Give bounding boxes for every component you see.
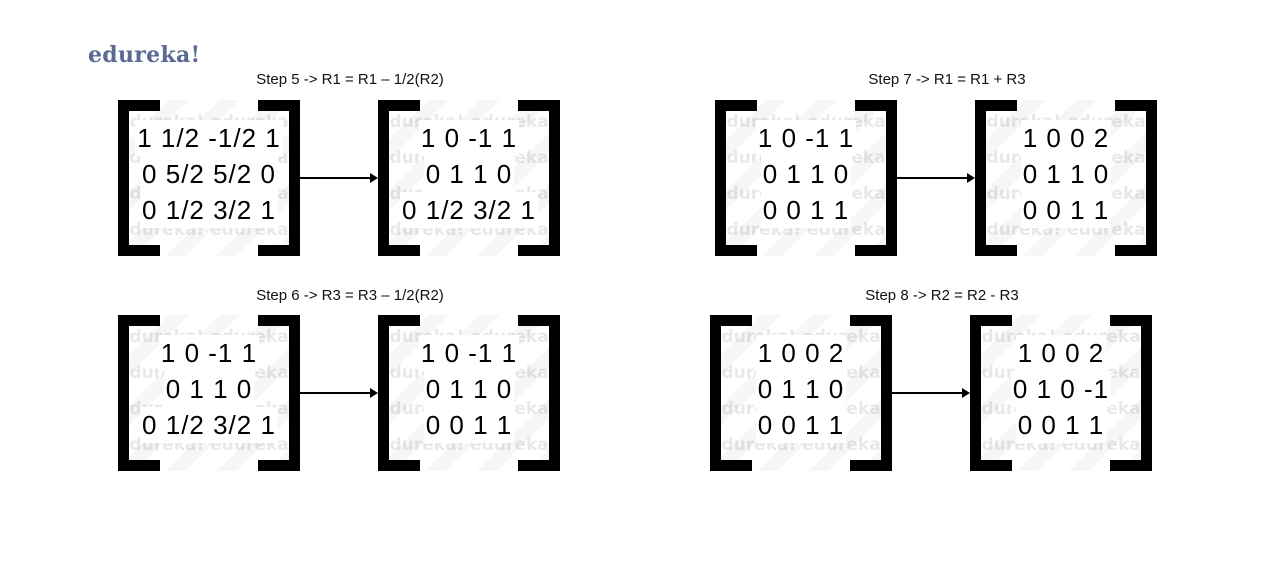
step-6-matrix-after: edureka! edureka!edureka! edureka!edurek… (378, 315, 560, 471)
matrix-row: 0 1 1 0 (760, 156, 852, 192)
left-bracket (715, 100, 757, 256)
matrix-row: 1 0 -1 1 (418, 335, 520, 371)
matrix-row: 0 0 1 1 (423, 407, 515, 443)
matrix-row: 0 1 1 0 (755, 371, 847, 407)
matrix-row: 1 0 0 2 (1020, 120, 1112, 156)
right-bracket (518, 315, 560, 471)
right-bracket (855, 100, 897, 256)
left-bracket (118, 315, 160, 471)
matrix-row: 0 1/2 3/2 1 (140, 407, 278, 443)
edureka-logo: edureka! (88, 42, 201, 68)
step-5-matrix-before: edureka! edureka!edureka! edureka!edurek… (118, 100, 300, 256)
left-bracket (378, 315, 420, 471)
right-bracket (850, 315, 892, 471)
left-bracket (118, 100, 160, 256)
step-6-matrix-before: edureka! edureka!edureka! edureka!edurek… (118, 315, 300, 471)
matrix-row: 1 0 0 2 (1015, 335, 1107, 371)
left-bracket (710, 315, 752, 471)
matrix-row: 0 0 1 1 (760, 192, 852, 228)
step-8-matrix-before: edureka! edureka!edureka! edureka!edurek… (710, 315, 892, 471)
left-bracket (378, 100, 420, 256)
step-6-title: Step 6 -> R3 = R3 – 1/2(R2) (256, 287, 444, 304)
matrix-row: 0 1 1 0 (423, 156, 515, 192)
transform-arrow (897, 173, 975, 183)
matrix-row: 1 0 -1 1 (418, 120, 520, 156)
matrix-row: 0 1/2 3/2 1 (140, 192, 278, 228)
step-7-matrix-after: edureka! edureka!edureka! edureka!edurek… (975, 100, 1157, 256)
step-5-matrix-after: edureka! edureka!edureka! edureka!edurek… (378, 100, 560, 256)
step-8-title: Step 8 -> R2 = R2 - R3 (865, 287, 1019, 304)
step-7-matrix-before: edureka! edureka!edureka! edureka!edurek… (715, 100, 897, 256)
step-5-title: Step 5 -> R1 = R1 – 1/2(R2) (256, 71, 444, 88)
matrix-row: 0 0 1 1 (1020, 192, 1112, 228)
right-bracket (1110, 315, 1152, 471)
right-bracket (518, 100, 560, 256)
matrix-row: 0 5/2 5/2 0 (140, 156, 278, 192)
step-7-title: Step 7 -> R1 = R1 + R3 (868, 71, 1026, 88)
matrix-row: 1 0 0 2 (755, 335, 847, 371)
matrix-row: 0 0 1 1 (1015, 407, 1107, 443)
matrix-row: 0 1 1 0 (163, 371, 255, 407)
step-8-matrix-after: edureka! edureka!edureka! edureka!edurek… (970, 315, 1152, 471)
matrix-row: 0 1 0 -1 (1010, 371, 1112, 407)
matrix-row: 1 0 -1 1 (158, 335, 260, 371)
matrix-row: 0 0 1 1 (755, 407, 847, 443)
right-bracket (258, 100, 300, 256)
matrix-row: 1 1/2 -1/2 1 (135, 120, 283, 156)
left-bracket (970, 315, 1012, 471)
transform-arrow (300, 388, 378, 398)
transform-arrow (892, 388, 970, 398)
matrix-row: 0 1 1 0 (423, 371, 515, 407)
matrix-row: 1 0 -1 1 (755, 120, 857, 156)
left-bracket (975, 100, 1017, 256)
matrix-row: 0 1/2 3/2 1 (400, 192, 538, 228)
right-bracket (1115, 100, 1157, 256)
transform-arrow (300, 173, 378, 183)
matrix-row: 0 1 1 0 (1020, 156, 1112, 192)
right-bracket (258, 315, 300, 471)
